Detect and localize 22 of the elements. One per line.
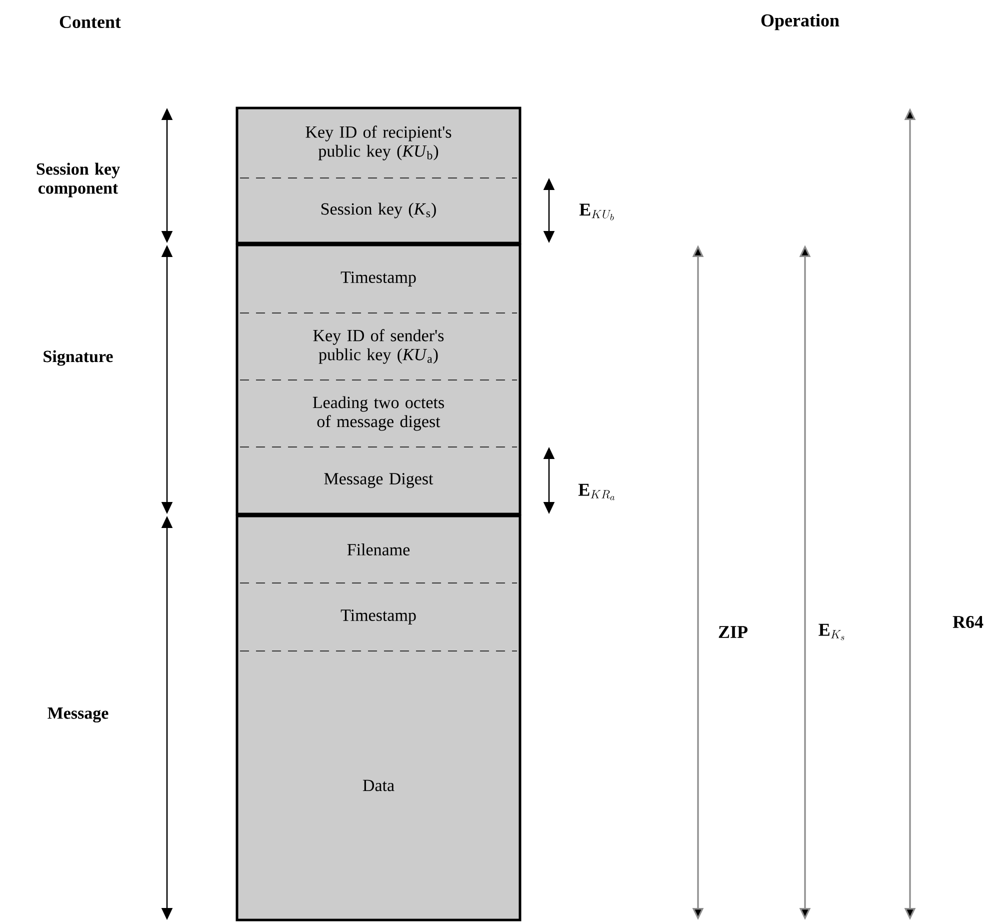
field-label: Filename: [347, 544, 410, 556]
section-heading: Message: [48, 708, 108, 722]
section-heading: Session key component: [36, 162, 120, 198]
field-label: Data: [362, 780, 394, 792]
column-heading: Content: [60, 16, 121, 28]
section-box: [236, 514, 522, 922]
field-label: Timestamp: [340, 610, 416, 624]
operation-label: $\mathbf{E}_{KU_b}$: [579, 204, 614, 220]
column-heading: Operation: [761, 14, 840, 30]
operation-label: ZIP: [718, 626, 748, 638]
field-label: Leading two octets of message digest: [312, 396, 444, 431]
field-label: Key ID of sender's public key (KU$_{a}$): [313, 329, 444, 364]
section-box: [236, 106, 522, 244]
field-label: Session key (K$_{s}$): [321, 202, 436, 218]
field-label: Key ID of recipient's public key (KU$_{b}$): [306, 126, 452, 160]
field-label: Message Digest: [324, 473, 434, 488]
section-heading: Signature: [44, 350, 113, 366]
operation-label: $\mathbf{E}_{KR_a}$: [578, 484, 615, 500]
section-box: [236, 244, 522, 516]
operation-label: R64: [952, 616, 984, 628]
operation-label: $\mathbf{E}_{K_s}$: [818, 624, 844, 640]
field-label: Timestamp: [340, 272, 416, 286]
